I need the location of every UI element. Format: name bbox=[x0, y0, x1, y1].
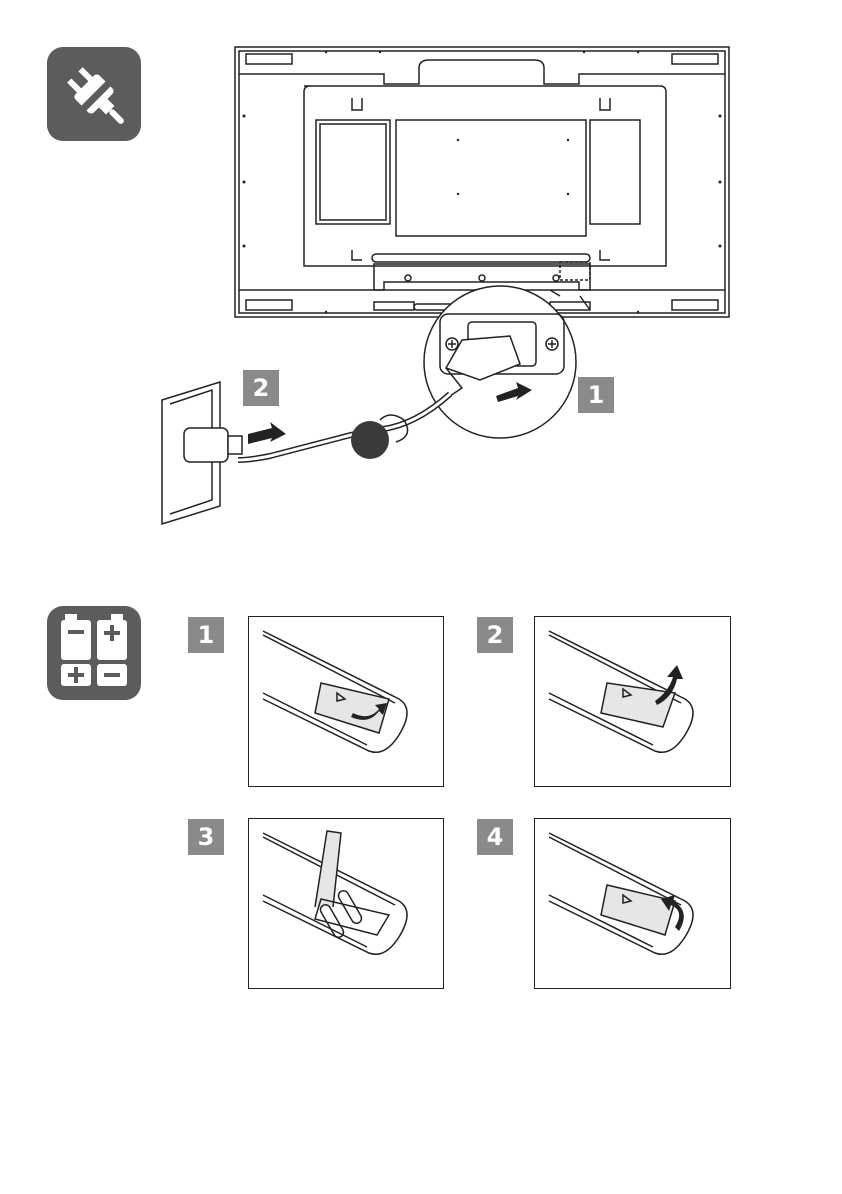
battery-step-3-illustration bbox=[248, 818, 444, 989]
battery-step-1-badge: 1 bbox=[188, 617, 224, 653]
power-step-2-badge: 2 bbox=[243, 370, 279, 406]
battery-icon bbox=[47, 606, 141, 700]
battery-step-4-badge: 4 bbox=[477, 819, 513, 855]
battery-step-4-illustration bbox=[534, 818, 731, 989]
battery-step-3-badge: 3 bbox=[188, 819, 224, 855]
battery-step-2-badge: 2 bbox=[477, 617, 513, 653]
power-step-1-badge: 1 bbox=[578, 377, 614, 413]
battery-step-1-illustration bbox=[248, 616, 444, 787]
power-cable-illustration bbox=[150, 270, 610, 540]
power-plug-icon bbox=[47, 47, 141, 141]
battery-step-2-illustration bbox=[534, 616, 731, 787]
